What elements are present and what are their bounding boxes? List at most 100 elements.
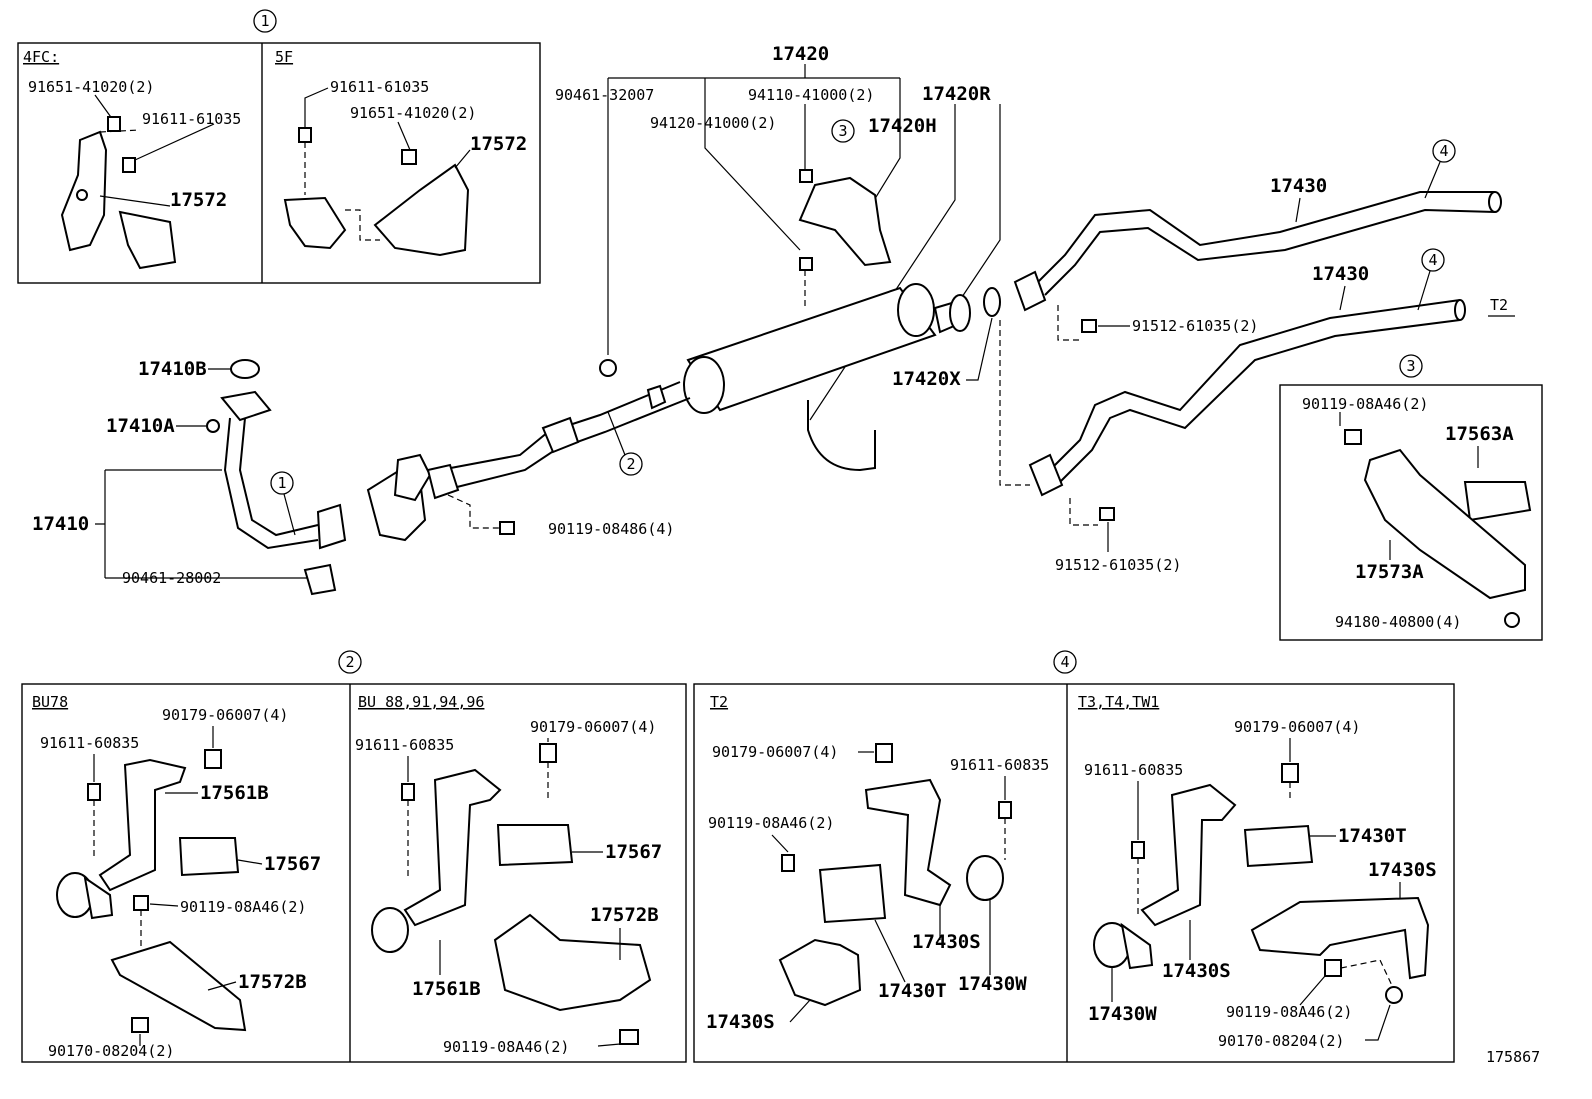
label-17420R: 17420R — [922, 83, 991, 105]
callout-4-box: 4 — [1053, 650, 1077, 674]
label-17430S-t2: 17430S — [912, 931, 981, 953]
label-17572-left: 17572 — [170, 189, 227, 211]
label-17420H: 17420H — [868, 115, 937, 137]
svg-text:4: 4 — [1428, 251, 1437, 269]
svg-text:3: 3 — [838, 122, 847, 140]
label-17430-lower: 17430 — [1312, 263, 1369, 285]
bracket-17430S-t2-upper — [864, 778, 952, 907]
label-17410A: 17410A — [106, 415, 175, 437]
svg-text:2: 2 — [345, 653, 354, 671]
label-91611-60835-t3: 91611-60835 — [1084, 761, 1183, 779]
mount-17567-bu78 — [178, 837, 240, 877]
muffler-17420 — [683, 283, 971, 414]
front-flange — [366, 453, 515, 542]
center-pipe: 2 — [439, 359, 691, 491]
callout-2-box: 2 — [338, 650, 362, 674]
callout-3-box: 3 — [1399, 354, 1423, 378]
label-17430W-t3: 17430W — [1088, 1003, 1157, 1025]
box-3-frame — [1279, 384, 1543, 641]
bracket-17430S-t2-lower — [778, 938, 862, 1007]
label-17410: 17410 — [32, 513, 89, 535]
label-90170-08204-t3: 90170-08204(2) — [1218, 1032, 1344, 1050]
label-17410B: 17410B — [138, 358, 207, 380]
label-17572-right: 17572 — [470, 133, 527, 155]
label-90170-08204-bu78: 90170-08204(2) — [48, 1042, 174, 1060]
bracket-17430S-t3-upper — [1140, 783, 1237, 927]
label-17430T-t3: 17430T — [1338, 825, 1407, 847]
box2-right-header: BU 88,91,94,96 — [358, 693, 484, 711]
tail-pipe-lower — [1049, 299, 1461, 471]
callout-1-top: 1 — [253, 9, 277, 33]
label-90461-28002: 90461-28002 — [122, 569, 221, 587]
callout-2-pipe: 2 — [626, 455, 635, 473]
bracket-17572B-bu88 — [493, 913, 652, 1012]
label-91611-60835-bu78: 91611-60835 — [40, 734, 139, 752]
label-17420: 17420 — [772, 43, 829, 65]
box-2-frame — [21, 683, 687, 1063]
svg-text:4: 4 — [1439, 142, 1448, 160]
label-91651-41020: 91651-41020(2) — [28, 78, 154, 96]
label-90461-32007: 90461-32007 — [555, 86, 654, 104]
label-17563A: 17563A — [1445, 423, 1514, 445]
label-17430S-t3-right: 17430S — [1368, 859, 1437, 881]
mount-17430T-t2 — [818, 863, 887, 924]
box4-left-header: T2 — [710, 693, 728, 711]
callout-4-lower: 4 — [1421, 248, 1445, 272]
label-90179-06007-t3: 90179-06007(4) — [1234, 718, 1360, 736]
box2-left-header: BU78 — [32, 693, 68, 711]
label-17561B-bu78: 17561B — [200, 782, 269, 804]
label-17561B-bu88: 17561B — [412, 978, 481, 1000]
label-94180-40800: 94180-40800(4) — [1335, 613, 1461, 631]
gasket-17420X — [983, 287, 1001, 317]
callout-1-pipe: 1 — [277, 474, 286, 492]
plate-17572B-bu78 — [110, 940, 247, 1032]
bracket-17572-left — [60, 94, 215, 270]
label-90119-08A46-bu78: 90119-08A46(2) — [180, 898, 306, 916]
box-1-frame — [17, 42, 541, 284]
label-90119-08A46-t2: 90119-08A46(2) — [708, 814, 834, 832]
mount-17567-bu88 — [496, 824, 574, 867]
label-17430-upper: 17430 — [1270, 175, 1327, 197]
label-17430T-t2: 17430T — [878, 980, 947, 1002]
mount-17430T-t3 — [1243, 824, 1314, 868]
label-17567-bu78: 17567 — [264, 853, 321, 875]
label-17430W-t2: 17430W — [958, 973, 1027, 995]
label-90179-06007-bu88: 90179-06007(4) — [530, 718, 656, 736]
bracket-17430S-t3-lower — [1250, 896, 1430, 980]
box1-left-header: 4FC: — [23, 48, 59, 66]
label-94110-41000: 94110-41000(2) — [748, 86, 874, 104]
bracket-17561B-bu88 — [403, 768, 502, 927]
box4-right-header: T3,T4,TW1 — [1078, 693, 1159, 711]
label-17430S-t3: 17430S — [1162, 960, 1231, 982]
callout-label: 1 — [260, 12, 269, 30]
label-91651-41020-right: 91651-41020(2) — [350, 104, 476, 122]
label-91611-60835-bu88: 91611-60835 — [355, 736, 454, 754]
label-17572B-bu78: 17572B — [238, 971, 307, 993]
box-4-frame — [693, 683, 1455, 1063]
label-17420X: 17420X — [892, 368, 961, 390]
label-94120-41000: 94120-41000(2) — [650, 114, 776, 132]
tail-pipe-upper — [1034, 191, 1495, 286]
box1-right-header: 5F — [275, 48, 293, 66]
label-90179-06007-bu78: 90179-06007(4) — [162, 706, 288, 724]
bracket-17572-right — [283, 87, 471, 257]
callout-4-upper: 4 — [1432, 139, 1456, 163]
label-17572B-bu88: 17572B — [590, 904, 659, 926]
label-90119-08486: 90119-08486(4) — [548, 520, 674, 538]
front-pipe-17410: 1 — [220, 390, 347, 596]
gasket-17410B — [230, 359, 260, 379]
label-90119-08A46-box3: 90119-08A46(2) — [1302, 395, 1428, 413]
tail-hanger-17420R — [807, 400, 876, 472]
label-17567-bu88: 17567 — [605, 841, 662, 863]
label-91611-60835-t2: 91611-60835 — [950, 756, 1049, 774]
label-91611-61035-right: 91611-61035 — [330, 78, 429, 96]
label-91512-61035-b: 91512-61035(2) — [1055, 556, 1181, 574]
svg-text:3: 3 — [1406, 357, 1415, 375]
gasket-17410A — [206, 419, 220, 433]
svg-text:4: 4 — [1060, 653, 1069, 671]
label-90119-08A46-t3: 90119-08A46(2) — [1226, 1003, 1352, 1021]
label-90179-06007-t2: 90179-06007(4) — [712, 743, 838, 761]
label-91512-61035-a: 91512-61035(2) — [1132, 317, 1258, 335]
